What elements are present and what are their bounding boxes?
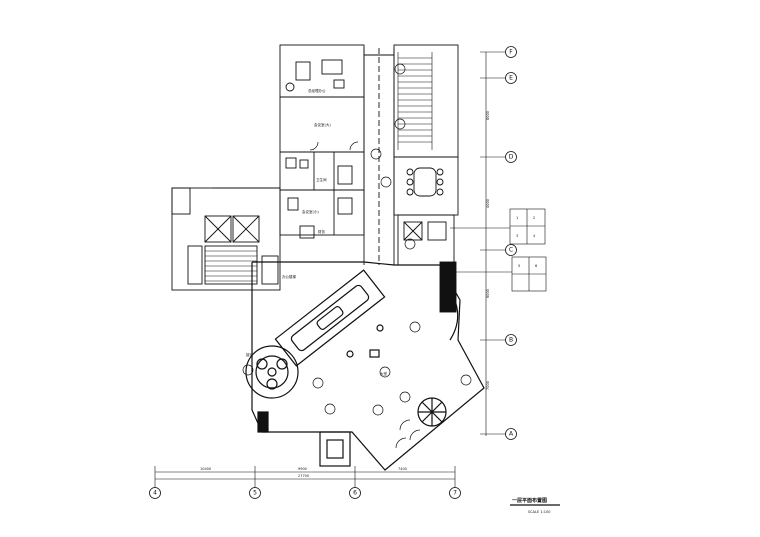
door-swings	[309, 141, 421, 449]
central-corridor	[363, 48, 395, 265]
room-label-reception: 接待	[246, 352, 253, 357]
stamp-numbers: 1 2 3 4 5 6	[516, 216, 537, 268]
room-label-lobby: 大堂	[380, 371, 388, 376]
room-label-toilet: 卫生间	[316, 177, 327, 182]
stamp-number: 5	[518, 264, 520, 268]
grid-bubble: 6	[349, 487, 361, 499]
west-core	[171, 187, 281, 291]
svg-text:B: B	[509, 337, 513, 344]
dimension-text: 4000	[486, 199, 490, 208]
svg-text:7: 7	[453, 490, 457, 497]
northeast-block	[393, 44, 459, 313]
stamp-number: 6	[535, 264, 537, 268]
grid-bubbles-right: F E D C B A	[505, 46, 517, 440]
stamp-number: 4	[533, 234, 536, 238]
grid-bubble: C	[505, 244, 517, 256]
grid-bubble: A	[505, 428, 517, 440]
stamp-number: 1	[516, 216, 518, 220]
title-block: 一层平面布置图 SCALE 1:100	[512, 497, 550, 514]
room-label-office-small: 财务	[318, 229, 326, 234]
grid-bubble: E	[505, 72, 517, 84]
lobby-outline	[245, 261, 485, 471]
dimension-texts: 10400 9900 7400 27700 8000 4000 6000 700…	[200, 111, 490, 478]
right-grid-axis	[480, 51, 506, 436]
stamp-number: 2	[533, 216, 535, 220]
svg-text:F: F	[509, 49, 513, 56]
room-labels: 总经理办公 会议室(大) 卫生间 会议室(小) 财务 办公楼梯 大堂 接待	[246, 88, 388, 376]
svg-text:C: C	[509, 247, 513, 254]
room-label-stair: 办公楼梯	[282, 274, 296, 279]
detail-callouts	[242, 63, 472, 416]
room-label-meeting-small: 会议室(小)	[302, 209, 319, 214]
dimension-text: 7400	[398, 467, 407, 471]
dimension-text: 10400	[200, 467, 211, 471]
svg-text:6: 6	[353, 490, 357, 497]
grid-bubble: 5	[249, 487, 261, 499]
svg-text:A: A	[509, 431, 514, 438]
stamp-number: 3	[516, 234, 518, 238]
room-label-office: 总经理办公	[308, 88, 326, 93]
room-label-meeting: 会议室(大)	[314, 122, 331, 127]
dimension-total: 27700	[298, 474, 309, 478]
svg-text:D: D	[509, 154, 514, 161]
drawing-title: 一层平面布置图	[512, 497, 547, 504]
grid-bubbles-bottom: 4 5 6 7	[149, 487, 461, 499]
bottom-grid-axis	[154, 466, 456, 488]
grid-bubble: 7	[449, 487, 461, 499]
dimension-text: 9900	[298, 467, 307, 471]
svg-text:E: E	[509, 75, 513, 82]
grid-bubble: 4	[149, 487, 161, 499]
dimension-text: 6000	[486, 289, 490, 298]
svg-text:5: 5	[253, 490, 257, 497]
drawing-scale: SCALE 1:100	[528, 510, 550, 514]
grid-bubble: B	[505, 334, 517, 346]
dimension-text: 8000	[486, 111, 490, 120]
svg-text:4: 4	[153, 490, 157, 497]
grid-bubble: D	[505, 151, 517, 163]
detail-stamps	[450, 208, 547, 292]
north-office-block	[279, 44, 365, 239]
grid-bubble: F	[505, 46, 517, 58]
dimension-text: 7000	[486, 381, 490, 390]
